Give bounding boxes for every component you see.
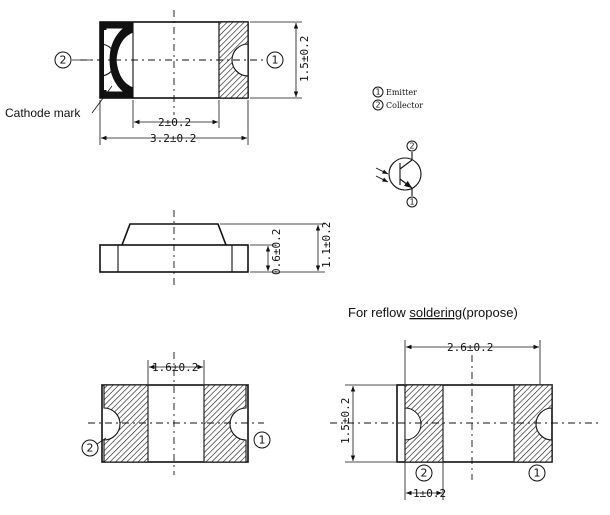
pin-1-marker <box>266 51 284 69</box>
legend-collector: Collector <box>386 101 423 110</box>
cathode-mark <box>99 21 134 99</box>
reflow-pad-right <box>513 384 553 463</box>
svg-text:1: 1 <box>409 198 414 207</box>
dim-body-label: 0.6±0.2 <box>270 229 283 275</box>
cathode-mark-label: Cathode mark <box>5 106 81 120</box>
bottom-pad-right <box>203 384 247 463</box>
dim-total-label: 1.1±0.2 <box>320 222 333 268</box>
phototransistor-symbol: 2 1 <box>375 140 422 208</box>
dim-pad-label: 1±0.2 <box>413 487 446 500</box>
svg-text:2: 2 <box>87 442 94 455</box>
pin-2-marker <box>54 51 72 69</box>
dim-left-label: 1.5±0.2 <box>339 398 352 444</box>
dim-gap-label: 1.6±0.2 <box>152 361 198 374</box>
svg-text:1: 1 <box>259 434 266 447</box>
svg-text:2: 2 <box>60 54 67 67</box>
bottom-view: 1.6±0.2 2 1 <box>81 352 271 475</box>
reflow-footprint: 2.6±0.2 1.5±0.2 1±0.2 2 1 <box>330 340 600 500</box>
legend-emitter: Emitter <box>386 88 417 97</box>
dim-outer-label: 3.2±0.2 <box>150 132 196 145</box>
svg-text:2: 2 <box>409 142 414 151</box>
side-view: 0.6±0.2 1.1±0.2 <box>99 210 333 285</box>
pin-legend: 1 Emitter 2 Collector <box>372 86 423 111</box>
dim-inner-label: 2±0.2 <box>158 116 191 129</box>
bottom-pad-left <box>103 384 149 463</box>
dim-height-label: 1.5±0.2 <box>298 36 311 82</box>
svg-text:1: 1 <box>375 88 380 97</box>
svg-text:For reflow soldering(propose): For reflow soldering(propose) <box>348 305 518 320</box>
top-view: 2 1 Cathode mark 2±0.2 3.2±0.2 1.5±0.2 <box>5 10 311 145</box>
svg-text:2: 2 <box>421 467 428 480</box>
dim-top-label: 2.6±0.2 <box>447 341 493 354</box>
reflow-title: For reflow soldering(propose) <box>348 305 518 320</box>
svg-text:2: 2 <box>375 101 380 110</box>
svg-text:1: 1 <box>272 54 279 67</box>
svg-text:1: 1 <box>534 467 541 480</box>
